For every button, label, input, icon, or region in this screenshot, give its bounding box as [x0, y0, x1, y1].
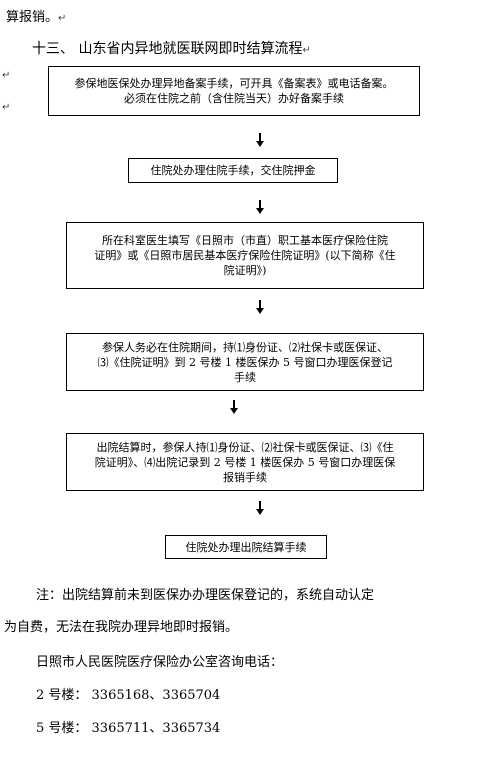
flow-step-5-line-2: 院证明》、⑷出院记录到 2 号楼 1 楼医保办 5 号窗口办理医保 [94, 455, 396, 469]
flow-step-3: 所在科室医生填写《日照市（市直）职工基本医疗保险住院 证明》或《日照市居民基本医… [66, 222, 424, 289]
para-mark: ↵ [302, 45, 311, 56]
flow-step-6-line-1: 住院处办理出院结算手续 [185, 540, 307, 554]
flow-step-3-line-1: 所在科室医生填写《日照市（市直）职工基本医疗保险住院 [101, 234, 388, 247]
flow-step-1: 参保地医保处办理异地备案手续，可开具《备案表》或电话备案。 必须在住院之前（含住… [48, 66, 420, 116]
top-line-text: 算报销。↵ [6, 10, 67, 25]
flow-step-1-line-1: 参保地医保处办理异地备案手续，可开具《备案表》或电话备案。 [74, 77, 394, 90]
section-heading: 十三、 山东省内异地就医联网即时结算流程↵ [32, 41, 311, 57]
down-arrow-icon [256, 200, 264, 214]
flow-step-4-line-1: 参保人务必在住院期间，持⑴身份证、⑵社保卡或医保证、 [101, 340, 388, 354]
para-mark: ↵ [58, 13, 67, 24]
flow-step-1-line-2: 必须在住院之前（含住院当天）办好备案手续 [124, 92, 344, 105]
flow-step-2-line-1: 住院处办理住院手续，交住院押金 [150, 164, 316, 177]
contact-title: 日照市人民医院医疗保险办公室咨询电话： [36, 655, 284, 670]
flow-step-4-line-3: 手续 [233, 370, 256, 384]
contact-building-5: 5 号楼： 3365711、3365734 [36, 721, 221, 736]
flow-step-5-line-3: 报销手续 [222, 470, 267, 484]
down-arrow-icon [256, 501, 264, 515]
flow-step-3-line-2: 证明》或《日照市居民基本医疗保险住院证明》(以下简称《住 [94, 249, 396, 262]
contact-building-2: 2 号楼： 3365168、3365704 [36, 688, 221, 703]
flow-step-3-line-3: 院证明》) [223, 264, 267, 277]
down-arrow-icon [256, 133, 264, 147]
note-line-1: 注：出院结算前未到医保办办理医保登记的，系统自动认定 [36, 588, 375, 603]
para-mark: ↵ [2, 102, 11, 113]
down-arrow-icon [256, 300, 264, 314]
flow-step-4: 参保人务必在住院期间，持⑴身份证、⑵社保卡或医保证、 ⑶《住院证明》到 2 号楼… [66, 333, 424, 391]
note-line-2: 为自费，无法在我院办理异地即时报销。 [4, 620, 239, 635]
flow-step-5-line-1: 出院结算时，参保人持⑴身份证、⑵社保卡或医保证、⑶《住 [96, 440, 394, 454]
flow-step-4-line-2: ⑶《住院证明》到 2 号楼 1 楼医保办 5 号窗口办理医保登记 [97, 355, 393, 369]
flow-step-2: 住院处办理住院手续，交住院押金 [128, 158, 338, 183]
para-mark: ↵ [2, 70, 11, 81]
flow-step-6: 住院处办理出院结算手续 [165, 535, 327, 559]
down-arrow-icon [230, 400, 238, 414]
flow-step-5: 出院结算时，参保人持⑴身份证、⑵社保卡或医保证、⑶《住 院证明》、⑷出院记录到 … [66, 433, 424, 491]
